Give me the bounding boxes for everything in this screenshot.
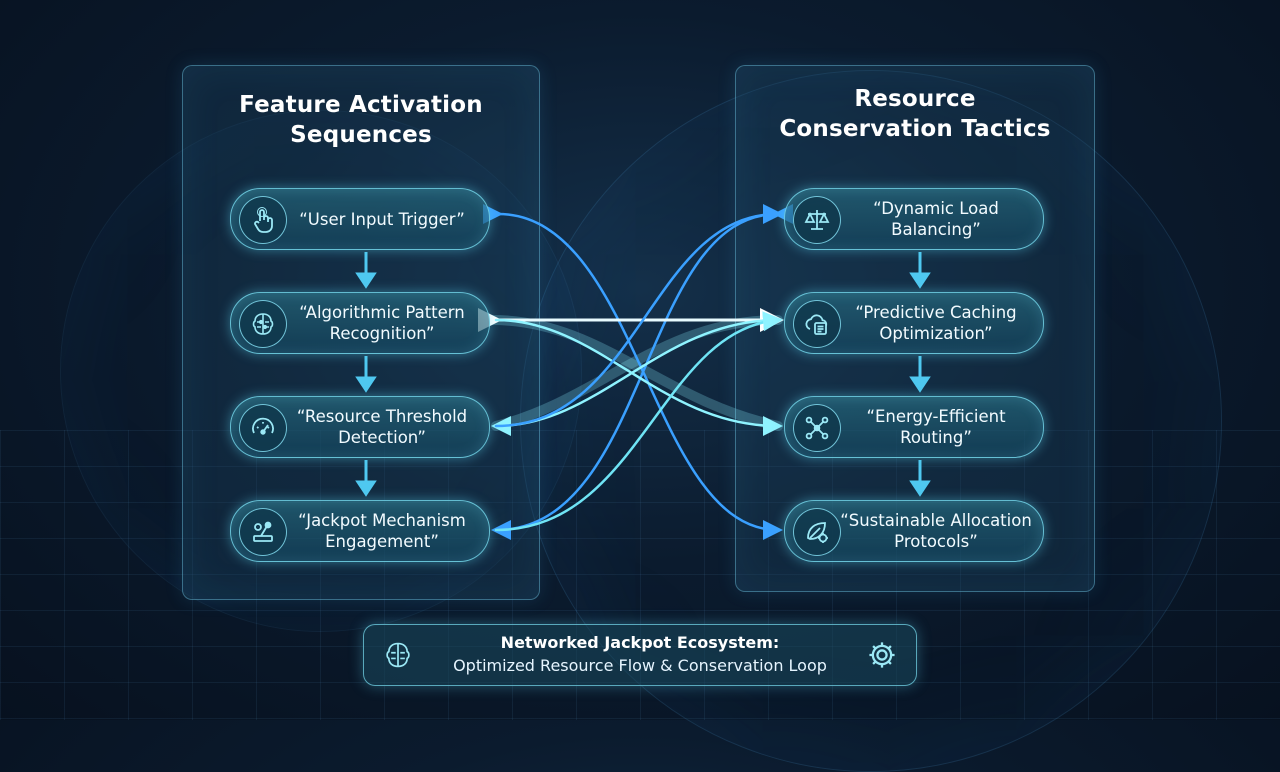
footer-banner: Networked Jackpot Ecosystem: Optimized R…: [363, 624, 917, 686]
node-jackpot-mechanism-engagement[interactable]: “Jackpot Mechanism Engagement”: [230, 500, 490, 562]
link-threshold-to-dynamic-load: [494, 204, 783, 428]
node-label: “Jackpot Mechanism Engagement”: [298, 511, 466, 551]
right-panel-title-line2: Conservation Tactics: [779, 116, 1051, 142]
cloud-cache-icon: [793, 300, 841, 348]
node-label: “Sustainable Allocation Protocols”: [840, 511, 1032, 551]
gauge-icon: [239, 404, 287, 452]
touch-hand-icon: [239, 196, 287, 244]
balance-scale-icon: [793, 196, 841, 244]
node-predictive-caching-optimization[interactable]: “Predictive Caching Optimization”: [784, 292, 1044, 354]
node-sustainable-allocation-protocols[interactable]: “Sustainable Allocation Protocols”: [784, 500, 1044, 562]
brain-circuit-icon: [378, 635, 418, 675]
leaf-gear-icon: [793, 508, 841, 556]
left-panel-title-line1: Feature Activation: [239, 92, 483, 118]
node-algorithmic-pattern-recognition[interactable]: “Algorithmic Pattern Recognition”: [230, 292, 490, 354]
right-panel-title-line1: Resource: [854, 86, 976, 112]
node-label: “Predictive Caching Optimization”: [855, 303, 1017, 343]
brain-circuit-icon: [239, 300, 287, 348]
node-label: “Energy-Efficient Routing”: [866, 407, 1006, 447]
footer-subtitle: Optimized Resource Flow & Conservation L…: [453, 656, 827, 675]
network-routing-icon: [793, 404, 841, 452]
node-resource-threshold-detection[interactable]: “Resource Threshold Detection”: [230, 396, 490, 458]
node-label: “Dynamic Load Balancing”: [873, 199, 999, 239]
node-label: “Resource Threshold Detection”: [296, 407, 468, 447]
node-user-input-trigger[interactable]: “User Input Trigger”: [230, 188, 490, 250]
node-energy-efficient-routing[interactable]: “Energy-Efficient Routing”: [784, 396, 1044, 458]
link-jackpot-to-predictive: [494, 311, 783, 532]
lever-icon: [239, 508, 287, 556]
link-dynamic-load-to-jackpot: [491, 203, 794, 540]
node-dynamic-load-balancing[interactable]: “Dynamic Load Balancing”: [784, 188, 1044, 250]
gear-icon: [862, 635, 902, 675]
node-label: “User Input Trigger”: [299, 209, 465, 229]
left-panel-title-line2: Sequences: [290, 122, 432, 148]
footer-title: Networked Jackpot Ecosystem:: [500, 633, 780, 652]
connection-links: [355, 203, 931, 540]
node-label: “Algorithmic Pattern Recognition”: [299, 303, 465, 343]
